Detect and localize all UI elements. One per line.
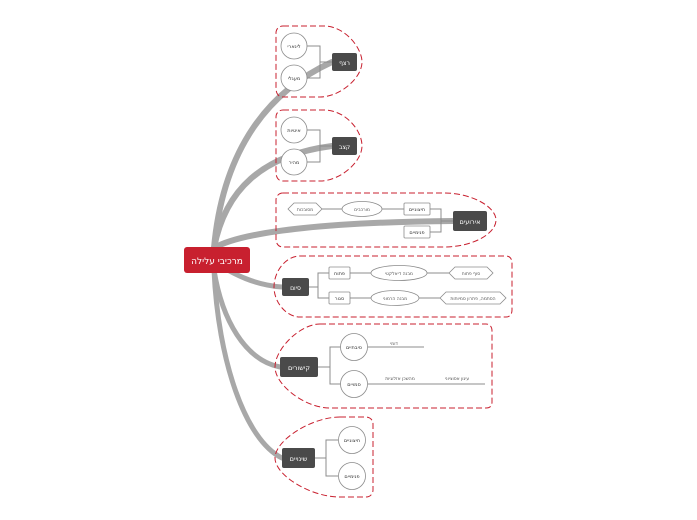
root-label: מרכיבי עלילה bbox=[191, 257, 243, 267]
topic-links-box bbox=[280, 357, 318, 377]
branch-tempo bbox=[211, 143, 335, 251]
topic-events-label: אירועים bbox=[459, 218, 480, 226]
links-hidden-note: מהשכן אזלוגיות bbox=[385, 377, 415, 382]
topic-changes[interactable]: שינויים bbox=[282, 448, 315, 468]
links-hidden-far-note: עיגון אסוציוני bbox=[445, 377, 470, 382]
subtopic-changes-1[interactable]: חיצוניים bbox=[338, 426, 366, 454]
ending-open-structure[interactable]: מבנה דיאלקטי bbox=[370, 265, 428, 281]
topic-pace-box bbox=[332, 53, 357, 71]
boundary-ending bbox=[273, 255, 513, 318]
topic-pace[interactable]: רצף bbox=[332, 53, 357, 71]
subtopic-pace-1[interactable]: לינארי bbox=[280, 32, 308, 60]
subtopic-events-1-label: חיצוניים bbox=[409, 207, 425, 213]
topic-ending-label: סיום bbox=[290, 285, 301, 292]
boundaries bbox=[273, 25, 513, 498]
subtopic-events-1-box bbox=[403, 202, 431, 216]
branch-events bbox=[211, 218, 456, 251]
subtopic-pace-1-label: לינארי bbox=[287, 44, 300, 50]
subtopic-ending-2-label: סגור bbox=[335, 296, 345, 302]
ending-closed-tail-shape bbox=[439, 291, 507, 305]
ending-closed-tail[interactable]: הסתמה, פתרון סמיותות bbox=[439, 291, 507, 305]
boundary-links bbox=[274, 323, 493, 409]
branch-changes bbox=[211, 267, 285, 461]
connector-events bbox=[430, 208, 453, 233]
subtopic-pace-2[interactable]: מעגלי bbox=[280, 64, 308, 92]
ending-closed-structure-ellipse bbox=[370, 290, 420, 306]
subtopic-links-2-circle bbox=[340, 370, 368, 398]
connector-changes bbox=[315, 439, 338, 477]
subtopic-events-2-box bbox=[403, 225, 431, 239]
events-tail-node[interactable]: מסובכות bbox=[287, 202, 323, 216]
subtopic-changes-2-circle bbox=[338, 462, 366, 490]
branch-pace bbox=[211, 59, 335, 251]
events-complex-node[interactable]: מורכבים bbox=[341, 201, 383, 217]
connector-tempo bbox=[307, 129, 332, 163]
topic-tempo[interactable]: קצב bbox=[332, 137, 357, 155]
ending-open-tail-label: סוף פתוח bbox=[462, 272, 480, 277]
connector-ending-chain bbox=[350, 272, 449, 299]
subtopic-links-1-circle bbox=[340, 333, 368, 361]
events-tail-shape bbox=[287, 202, 323, 216]
subtopic-changes-1-label: חיצוניים bbox=[344, 438, 360, 444]
subtopic-events-2[interactable]: פנימיים bbox=[403, 225, 431, 239]
subtopic-ending-2[interactable]: סגור bbox=[328, 291, 351, 305]
ending-open-structure-ellipse bbox=[370, 265, 428, 281]
events-complex-label: מורכבים bbox=[354, 208, 370, 213]
subtopic-tempo-2-label: מהיר bbox=[289, 160, 300, 166]
subtopic-ending-1-label: פתוח bbox=[334, 271, 345, 277]
boundary-pace bbox=[275, 25, 363, 98]
subtopic-ending-1-box bbox=[328, 266, 351, 280]
subtopic-pace-1-circle bbox=[280, 32, 308, 60]
boundary-tempo bbox=[275, 109, 363, 182]
topic-links-label: קישורים bbox=[288, 364, 310, 372]
subtopic-events-2-label: פנימיים bbox=[409, 230, 424, 236]
root-box bbox=[184, 247, 250, 273]
topic-pace-label: רצף bbox=[339, 60, 350, 67]
topic-events-box bbox=[453, 211, 487, 231]
ending-closed-tail-label: הסתמה, פתרון סמיותות bbox=[450, 297, 495, 302]
subtopic-pace-2-circle bbox=[280, 64, 308, 92]
subtopic-ending-1[interactable]: פתוח bbox=[328, 266, 351, 280]
subtopic-ending-2-box bbox=[328, 291, 351, 305]
subtopic-links-2-label: סמויים bbox=[347, 382, 361, 388]
subtopic-tempo-2[interactable]: מהיר bbox=[280, 148, 308, 176]
ending-open-structure-label: מבנה דיאלקטי bbox=[385, 272, 413, 277]
ending-open-tail[interactable]: סוף פתוח bbox=[448, 266, 494, 280]
ending-closed-structure[interactable]: מבנה הרמוני bbox=[370, 290, 420, 306]
events-complex-ellipse bbox=[341, 201, 383, 217]
subtopic-events-1[interactable]: חיצוניים bbox=[403, 202, 431, 216]
connector-links bbox=[318, 346, 341, 385]
ending-closed-structure-label: מבנה הרמוני bbox=[383, 297, 407, 302]
boundary-changes bbox=[274, 416, 374, 498]
topic-tempo-box bbox=[332, 137, 357, 155]
events-tail-label: מסובכות bbox=[297, 208, 313, 213]
topic-ending[interactable]: סיום bbox=[282, 278, 309, 296]
subtopic-changes-1-circle bbox=[338, 426, 366, 454]
subtopic-changes-2[interactable]: פנימיים bbox=[338, 462, 366, 490]
topic-changes-box bbox=[282, 448, 315, 468]
connector-links-notes bbox=[368, 346, 485, 385]
topic-tempo-label: קצב bbox=[339, 144, 350, 151]
connector-pace bbox=[307, 45, 332, 79]
topic-links[interactable]: קישורים bbox=[280, 357, 318, 377]
root-node[interactable]: מרכיבי עלילה bbox=[184, 247, 250, 273]
topic-changes-label: שינויים bbox=[290, 455, 308, 463]
topic-ending-box bbox=[282, 278, 309, 296]
subtopic-tempo-2-circle bbox=[280, 148, 308, 176]
subtopic-tempo-1-circle bbox=[280, 116, 308, 144]
links-causal-note: דומי bbox=[390, 342, 398, 347]
subtopic-pace-2-label: מעגלי bbox=[288, 76, 301, 82]
subtopic-links-2[interactable]: סמויים bbox=[340, 370, 368, 398]
subtopic-links-1-label: סיבתיים bbox=[346, 345, 362, 351]
subtopic-tempo-1[interactable]: איטיות bbox=[280, 116, 308, 144]
subtopic-changes-2-label: פנימיים bbox=[344, 474, 359, 480]
subtopic-tempo-1-label: איטיות bbox=[287, 128, 300, 134]
ending-open-tail-shape bbox=[448, 266, 494, 280]
connector-ending bbox=[309, 272, 329, 299]
connectors bbox=[307, 45, 485, 477]
topic-events[interactable]: אירועים bbox=[453, 211, 487, 231]
subtopic-links-1[interactable]: סיבתיים bbox=[340, 333, 368, 361]
